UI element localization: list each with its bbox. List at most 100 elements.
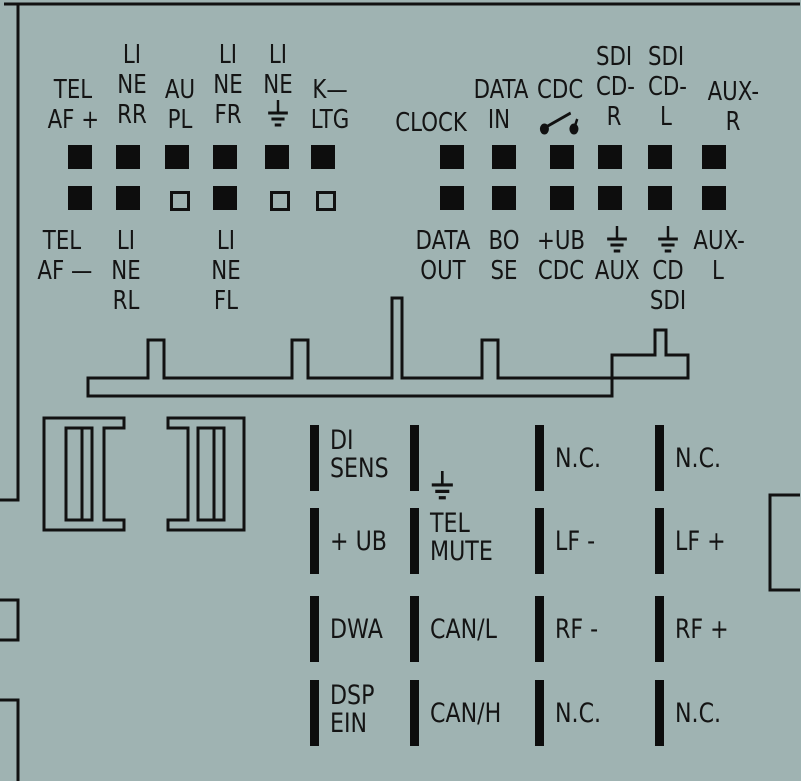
pin-bar-rf-minus xyxy=(535,596,544,662)
pin-label-ground xyxy=(430,443,455,507)
pin-label-can-h: CAN/H xyxy=(430,700,501,728)
pin-label-line: EIN xyxy=(330,708,368,739)
pin-bar-lf-plus xyxy=(655,508,664,574)
switch-icon xyxy=(539,111,579,135)
pin-bottom-row-1 xyxy=(68,186,92,210)
pin-label-line: TEL xyxy=(430,508,470,539)
pin-label-line: CAN/L xyxy=(430,614,497,645)
pin-label-line: MUTE xyxy=(430,536,493,567)
pin-bar-nc-4 xyxy=(655,680,664,746)
pin-label-nc-4: N.C. xyxy=(675,700,721,728)
pin-top-row-2 xyxy=(116,145,140,169)
pin-label-line: LF - xyxy=(555,526,596,557)
pin-bar-lf-minus xyxy=(535,508,544,574)
pin-bottom-row-10 xyxy=(598,186,622,210)
pin-top-row-7 xyxy=(440,145,464,169)
pin-label-plus-ub: + UB xyxy=(330,528,387,556)
label-clock: CLOCK xyxy=(395,108,467,138)
pin-label-line: SENS xyxy=(330,453,389,484)
pin-label-line: + UB xyxy=(330,526,387,557)
pin-bar-nc-2 xyxy=(655,425,664,491)
pin-label-line: N.C. xyxy=(675,443,722,474)
ground-icon xyxy=(658,226,678,253)
pin-top-row-9 xyxy=(550,145,574,169)
pin-label-nc-3: N.C. xyxy=(555,700,601,728)
pin-top-row-6 xyxy=(311,145,335,169)
pin-top-row-1 xyxy=(68,145,92,169)
pin-label-line: DI xyxy=(330,425,354,456)
pin-bottom-row-6 xyxy=(316,191,336,211)
label-aux-r: AUX-R xyxy=(707,77,760,137)
pin-label-line: N.C. xyxy=(555,443,602,474)
ground-icon xyxy=(431,471,453,500)
pin-bar-tel-mute xyxy=(410,508,419,574)
pin-label-line: N.C. xyxy=(555,698,602,729)
label-cdc: CDC xyxy=(537,75,583,135)
pin-bottom-row-3 xyxy=(170,191,190,211)
pin-top-row-5 xyxy=(265,145,289,169)
pin-bar-can-h xyxy=(410,680,419,746)
pin-bottom-row-4 xyxy=(213,186,237,210)
pin-label-can-l: CAN/L xyxy=(430,616,497,644)
pin-top-row-11 xyxy=(648,145,672,169)
pin-top-row-8 xyxy=(492,145,516,169)
pin-top-row-4 xyxy=(213,145,237,169)
pin-bottom-row-8 xyxy=(492,186,516,210)
pin-label-dwa: DWA xyxy=(330,616,383,644)
pin-label-lf-minus: LF - xyxy=(555,528,595,556)
label-k-ltg: K—LTG xyxy=(310,75,350,135)
pin-bottom-row-12 xyxy=(702,186,726,210)
pin-label-nc-1: N.C. xyxy=(555,445,601,473)
pin-bar-ground xyxy=(410,425,419,491)
pin-label-lf-plus: LF + xyxy=(675,528,726,556)
pin-label-rf-minus: RF - xyxy=(555,616,598,644)
pin-bottom-row-9 xyxy=(550,186,574,210)
pin-top-row-12 xyxy=(702,145,726,169)
pin-label-rf-plus: RF + xyxy=(675,616,729,644)
pin-bottom-row-11 xyxy=(648,186,672,210)
pin-label-nc-2: N.C. xyxy=(675,445,721,473)
pin-label-line: DSP xyxy=(330,680,375,711)
pin-label-line: CAN/H xyxy=(430,698,502,729)
pin-top-row-3 xyxy=(165,145,189,169)
pin-bar-dsp-ein xyxy=(310,680,319,746)
pin-bar-plus-ub xyxy=(310,508,319,574)
pin-label-line: LF + xyxy=(675,526,726,557)
label-aux-l: AUX-L xyxy=(693,226,745,286)
pin-label-line: RF - xyxy=(555,614,599,645)
pin-bar-dwa xyxy=(310,596,319,662)
pin-bottom-row-7 xyxy=(440,186,464,210)
pin-bar-di-sens xyxy=(310,425,319,491)
pin-bar-rf-plus xyxy=(655,596,664,662)
pin-bottom-row-5 xyxy=(270,191,290,211)
pin-top-row-10 xyxy=(598,145,622,169)
pin-bar-nc-1 xyxy=(535,425,544,491)
pin-label-line: RF + xyxy=(675,614,729,645)
pin-bottom-row-2 xyxy=(116,186,140,210)
pin-label-line: N.C. xyxy=(675,698,722,729)
ground-icon xyxy=(607,226,627,253)
pin-label-line xyxy=(430,443,455,471)
pin-label-line: DWA xyxy=(330,614,383,645)
label-gnd-aux: AUX xyxy=(595,226,640,286)
